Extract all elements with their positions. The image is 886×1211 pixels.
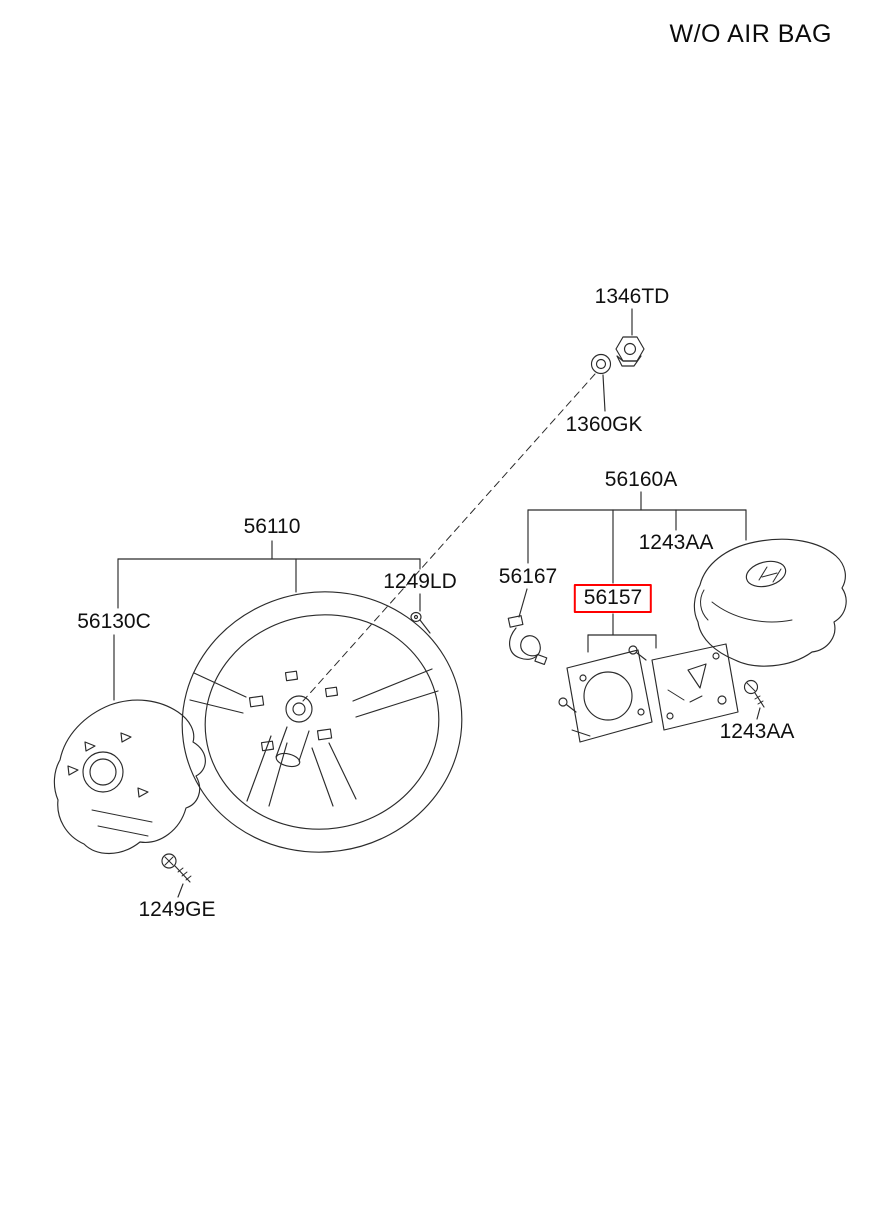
bracket-56110 <box>114 541 420 700</box>
part-label-1249ge[interactable]: 1249GE <box>138 898 216 921</box>
page-title: W/O AIR BAG <box>669 20 832 48</box>
lower-cover-56130c-drawing <box>54 700 205 853</box>
part-label-1249ld[interactable]: 1249LD <box>383 570 457 593</box>
wire-coil-56167-drawing <box>508 589 546 664</box>
part-label-1243aa-upper[interactable]: 1243AA <box>638 531 714 554</box>
washer-1360gk <box>592 355 611 412</box>
horn-pad-drawing <box>694 539 846 666</box>
part-label-56167[interactable]: 56167 <box>498 565 558 588</box>
part-label-1360gk[interactable]: 1360GK <box>565 413 643 436</box>
part-label-56160a[interactable]: 56160A <box>604 468 678 491</box>
screw-1249ld <box>411 594 430 633</box>
part-label-56157-highlighted[interactable]: 56157 <box>573 584 653 613</box>
nut-1346td <box>616 309 644 366</box>
bracket-plates-drawing <box>559 644 738 742</box>
bracket-56160a <box>528 492 746 652</box>
hyundai-logo-icon <box>759 567 781 582</box>
screw-1249ge <box>162 854 191 897</box>
part-label-1346td[interactable]: 1346TD <box>594 285 670 308</box>
column-axis-dashed-line <box>303 374 595 701</box>
part-label-56130c[interactable]: 56130C <box>77 610 151 633</box>
part-label-1243aa-lower[interactable]: 1243AA <box>719 720 795 743</box>
screw-1243aa-lower <box>745 681 765 720</box>
part-label-56110[interactable]: 56110 <box>243 515 301 538</box>
steering-wheel-drawing <box>165 574 478 870</box>
